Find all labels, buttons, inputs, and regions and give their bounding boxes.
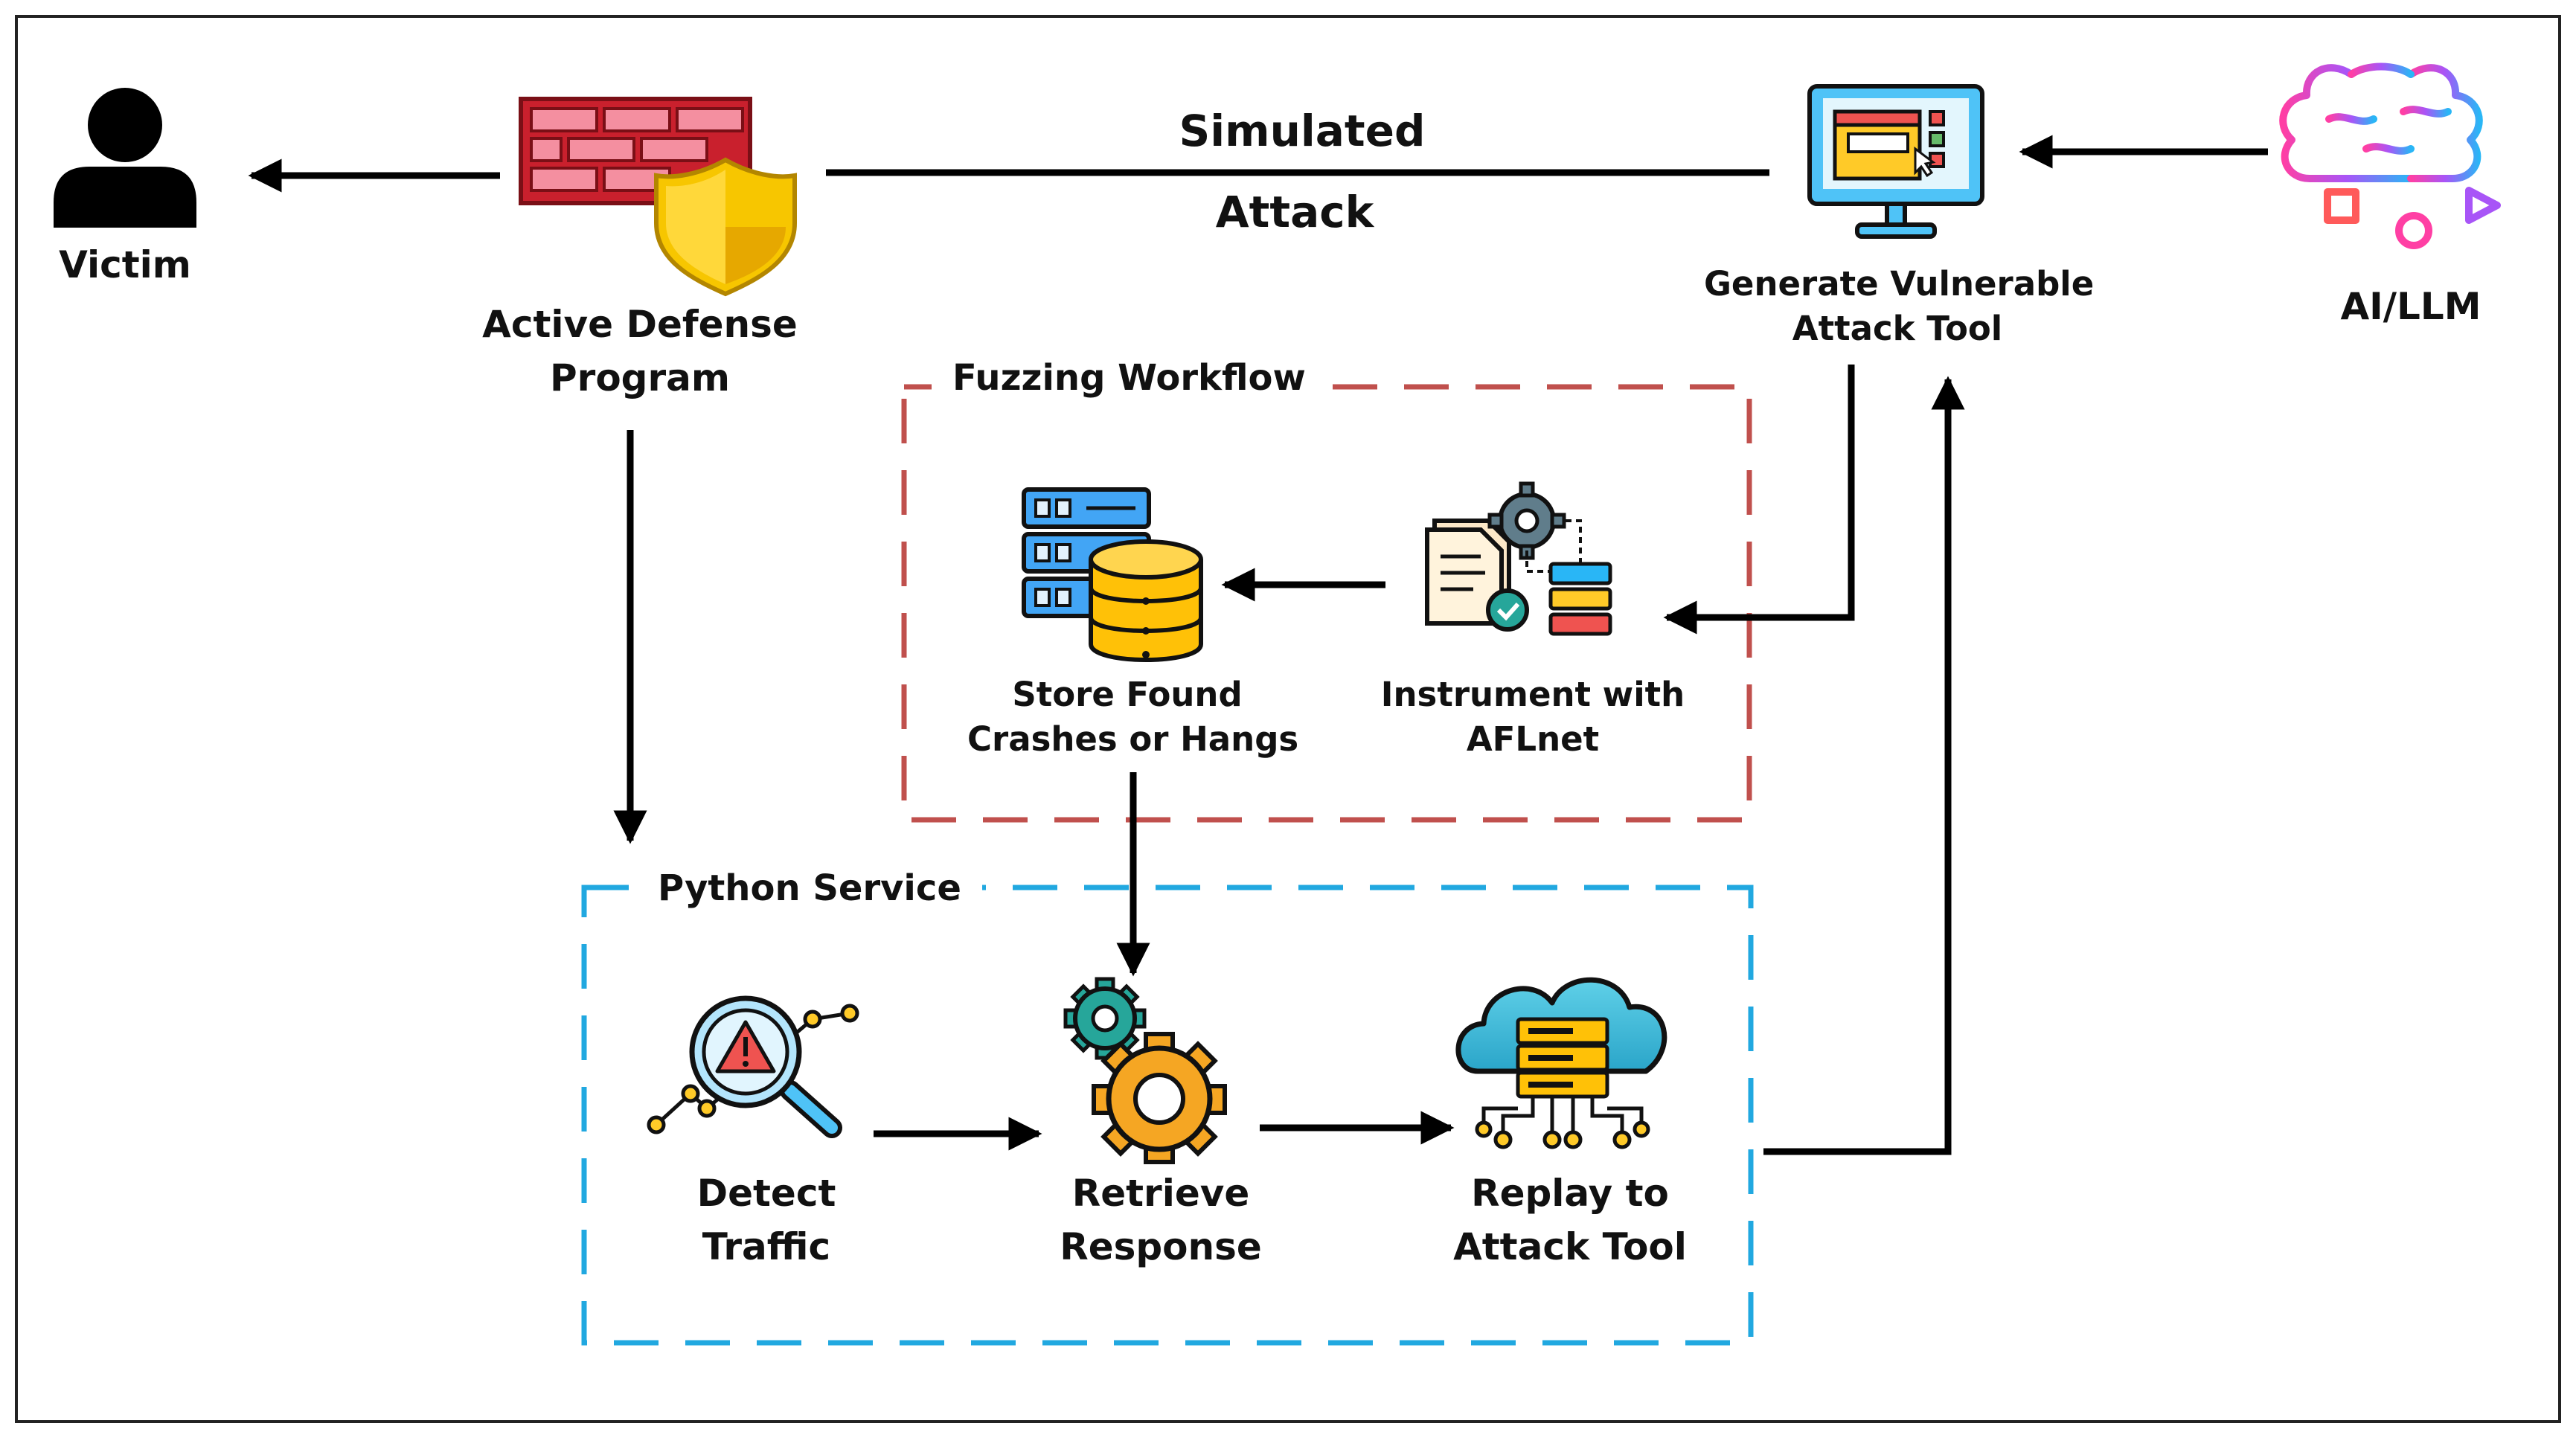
generator-label: Generate Vulnerable Attack Tool	[1704, 262, 2095, 351]
ai-llm-label: AI/LLM	[2340, 285, 2482, 328]
retrieve-response-label: Retrieve Response	[1019, 1166, 1302, 1274]
arrow-generator-to-instrument	[1663, 365, 1855, 635]
cloud-server-icon	[1455, 977, 1667, 1149]
store-crashes-line1: Store Found	[1012, 675, 1243, 714]
detect-traffic-line2: Traffic	[702, 1225, 831, 1268]
retrieve-response-line1: Retrieve	[1071, 1172, 1250, 1215]
active-defense-line1: Active Defense	[482, 303, 798, 346]
generator-line1: Generate Vulnerable	[1704, 264, 2095, 304]
instrument-gear-icon	[1425, 481, 1612, 636]
simulated-attack-label-bottom: Attack	[1215, 187, 1374, 237]
monitor-code-icon	[1807, 84, 1984, 239]
outer-border	[15, 15, 2561, 1423]
magnifier-alert-icon	[647, 995, 859, 1138]
person-icon	[54, 88, 196, 228]
instrument-line1: Instrument with	[1380, 675, 1685, 714]
store-crashes-label: Store Found Crashes or Hangs	[967, 673, 1299, 762]
replay-label: Replay to Attack Tool	[1414, 1166, 1726, 1274]
python-service-group	[581, 885, 1754, 1346]
simulated-attack-label-top: Simulated	[1179, 106, 1426, 156]
instrument-label: Instrument with AFLnet	[1362, 673, 1704, 762]
ai-brain-icon	[2279, 62, 2501, 249]
generator-line2: Attack Tool	[1792, 309, 2003, 348]
firewall-shield-icon	[519, 97, 797, 297]
detect-traffic-line1: Detect	[696, 1172, 836, 1215]
arrows	[248, 135, 2268, 1155]
python-service-title: Python Service	[637, 866, 982, 911]
retrieve-response-line2: Response	[1060, 1225, 1262, 1268]
active-defense-line2: Program	[550, 356, 730, 399]
active-defense-label: Active Defense Program	[417, 298, 863, 405]
fuzzing-workflow-title: Fuzzing Workflow	[932, 356, 1327, 400]
detect-traffic-label: Detect Traffic	[625, 1166, 908, 1274]
victim-label: Victim	[59, 243, 191, 286]
server-database-icon	[1022, 487, 1203, 662]
gears-icon	[1063, 977, 1227, 1164]
replay-line1: Replay to	[1471, 1172, 1669, 1215]
arrow-replay-to-generator	[1763, 376, 1965, 1155]
replay-line2: Attack Tool	[1453, 1225, 1687, 1268]
store-crashes-line2: Crashes or Hangs	[967, 719, 1299, 759]
instrument-line2: AFLnet	[1466, 719, 1600, 759]
